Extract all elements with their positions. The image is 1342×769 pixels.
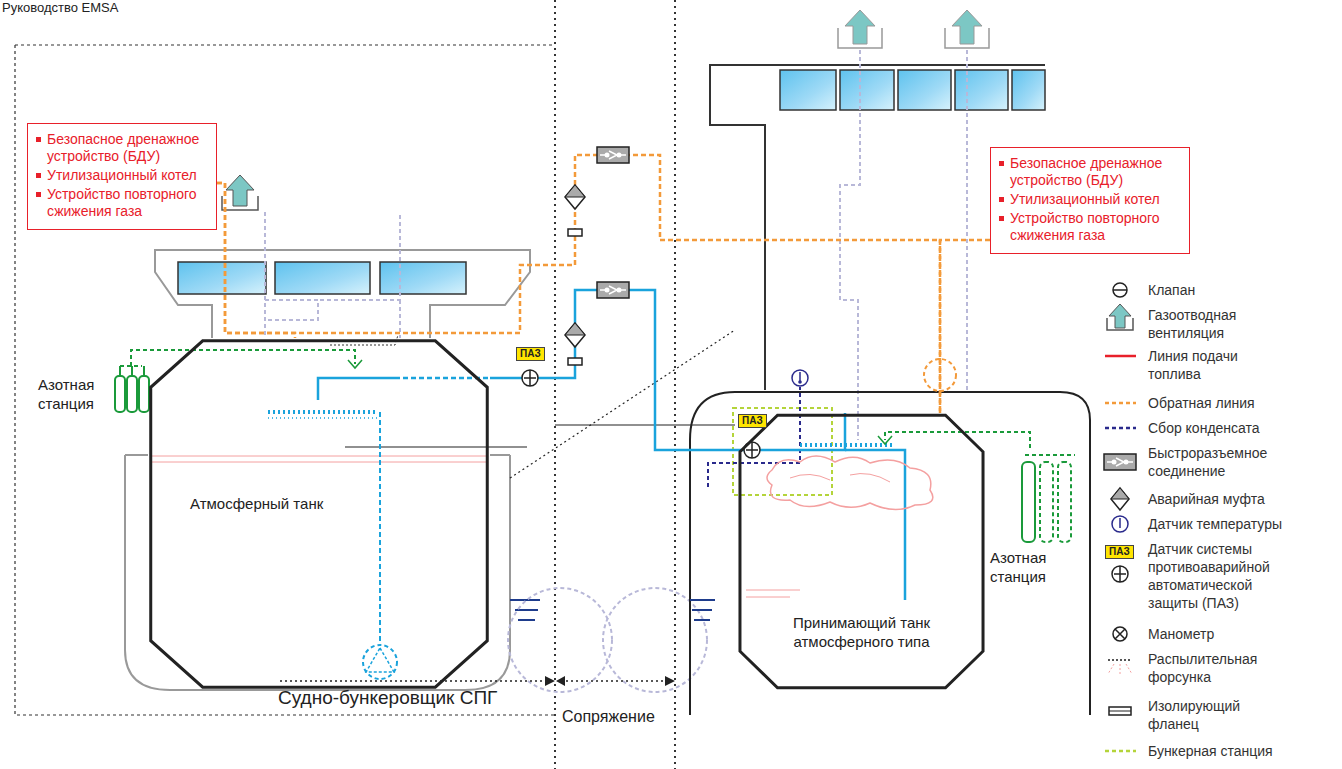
list-item: Утилизационный котел (999, 191, 1181, 208)
tank-label: Атмосферный танк (190, 494, 490, 513)
legend-text: Датчик температуры (1148, 515, 1323, 533)
sensor-tag: ПАЗ (1105, 545, 1134, 559)
legend-text: Сбор конденсата (1148, 419, 1318, 437)
legend-text: Линия подачи топлива (1148, 347, 1260, 383)
legend-text: Обратная линия (1148, 394, 1318, 412)
legend-text: Быстроразъемное соединение (1148, 444, 1270, 480)
tank-shape: Атмосферный танк (148, 338, 490, 690)
pipe-line (940, 240, 990, 413)
region-label: Сопряжение (562, 707, 655, 727)
station-label: Азотная станция (38, 375, 108, 413)
legend-text: Распылительная форсунка (1148, 650, 1270, 686)
region-label: Судно-бункеровщик СПГ (278, 686, 497, 710)
equipment-list-box: Безопасное дренажное устройство (БДУ) Ути… (990, 147, 1190, 254)
legend-text: Манометр (1148, 625, 1318, 643)
list-item: Устройство повторного сжижения газа (36, 186, 208, 220)
sensor-tag: ПАЗ (738, 414, 767, 428)
legend-text: Клапан (1148, 281, 1318, 299)
equipment-list-box: Безопасное дренажное устройство (БДУ) Ути… (27, 123, 217, 230)
legend-text: Бункерная станция (1148, 742, 1323, 760)
list-item: Устройство повторного сжижения газа (999, 210, 1181, 244)
legend-text: Газоотводная вентиляция (1148, 306, 1260, 342)
legend-text: Датчик системы противоаварийной автомати… (1148, 540, 1280, 612)
tank-shape: Принимающий танк атмосферного типа (738, 413, 985, 690)
tank-label: Принимающий танк атмосферного типа (772, 613, 952, 651)
sensor-tag: ПАЗ (516, 347, 545, 361)
pipe-line (217, 183, 295, 338)
list-item: Безопасное дренажное устройство (БДУ) (999, 155, 1181, 189)
legend-text: Аварийная муфта (1148, 490, 1318, 508)
pipe-line (490, 290, 845, 450)
tank-outline (148, 338, 490, 690)
pipe-line (217, 155, 940, 413)
list-item: Утилизационный котел (36, 167, 208, 184)
legend-text: Изолирующий фланец (1148, 697, 1260, 733)
list-item: Безопасное дренажное устройство (БДУ) (36, 131, 208, 165)
source-note: Руководство EMSA (2, 0, 118, 16)
station-label: Азотная станция (990, 548, 1060, 586)
